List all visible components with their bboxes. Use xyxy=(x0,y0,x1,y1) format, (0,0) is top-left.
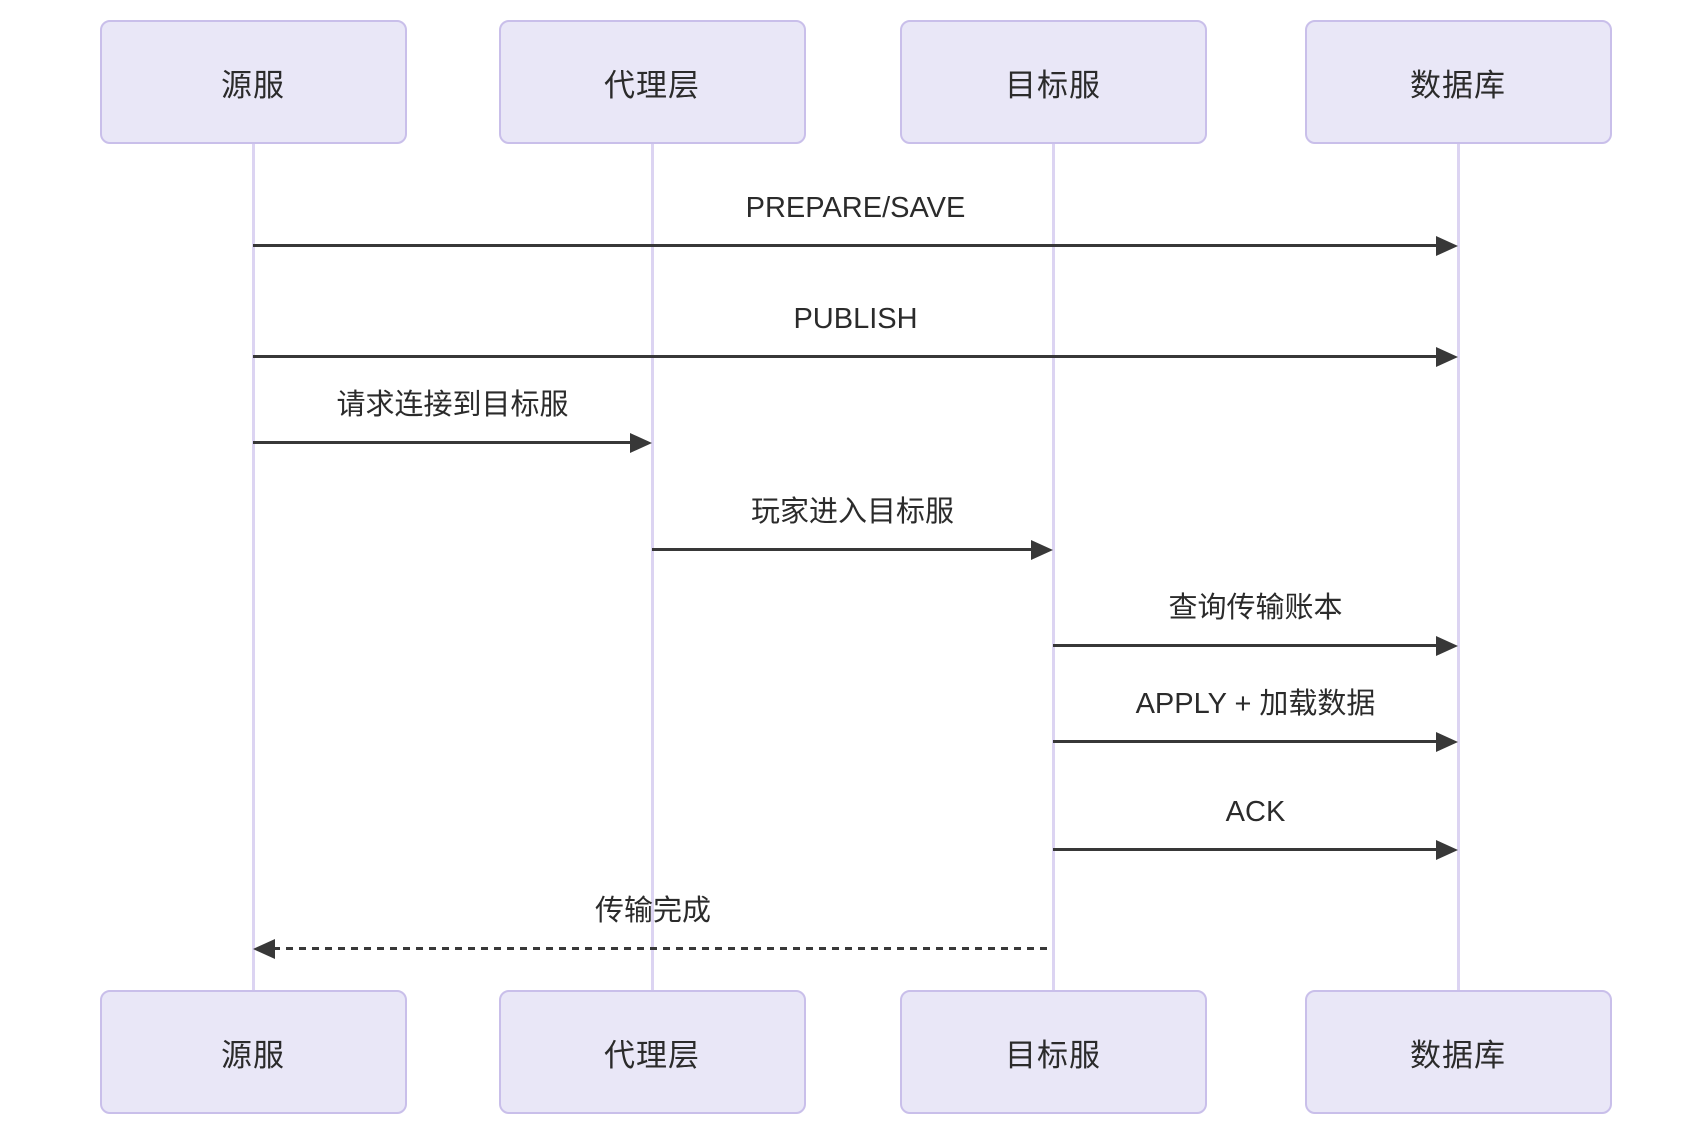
actor-label: 目标服 xyxy=(1005,67,1101,103)
message-label-6: APPLY + 加载数据 xyxy=(1135,688,1376,720)
actor-bottom-source-server: 源服 xyxy=(99,990,407,1114)
message-line xyxy=(1053,740,1438,743)
arrowhead-right-icon xyxy=(1031,540,1053,560)
arrowhead-right-icon xyxy=(1436,636,1458,656)
arrowhead-right-icon xyxy=(1436,347,1458,367)
actor-label: 源服 xyxy=(221,67,285,103)
message-label-3: 请求连接到目标服 xyxy=(336,389,569,421)
message-label-2: PUBLISH xyxy=(793,303,918,335)
message-label-8: 传输完成 xyxy=(594,895,711,927)
arrowhead-left-icon xyxy=(253,939,275,959)
actor-bottom-proxy-layer: 代理层 xyxy=(498,990,806,1114)
lifeline-proxy-layer xyxy=(650,144,654,990)
actor-label: 代理层 xyxy=(604,67,700,103)
message-line xyxy=(652,548,1033,551)
actor-label: 目标服 xyxy=(1005,1037,1101,1073)
message-line xyxy=(1053,644,1438,647)
message-line xyxy=(273,947,1053,950)
message-label-7: ACK xyxy=(1225,796,1286,828)
message-line xyxy=(253,355,1438,358)
lifeline-source-server xyxy=(251,144,255,990)
actor-label: 数据库 xyxy=(1410,1037,1506,1073)
actor-label: 代理层 xyxy=(604,1037,700,1073)
arrowhead-right-icon xyxy=(1436,732,1458,752)
message-label-5: 查询传输账本 xyxy=(1168,592,1343,624)
actor-bottom-target-server: 目标服 xyxy=(899,990,1207,1114)
message-line xyxy=(253,441,632,444)
actor-bottom-database: 数据库 xyxy=(1304,990,1612,1114)
actor-label: 源服 xyxy=(221,1037,285,1073)
actor-top-database: 数据库 xyxy=(1304,20,1612,144)
arrowhead-right-icon xyxy=(630,433,652,453)
message-label-4: 玩家进入目标服 xyxy=(750,496,954,528)
arrowhead-right-icon xyxy=(1436,840,1458,860)
lifeline-target-server xyxy=(1051,144,1055,990)
actor-top-source-server: 源服 xyxy=(99,20,407,144)
message-line xyxy=(253,244,1438,247)
message-label-1: PREPARE/SAVE xyxy=(745,192,966,224)
actor-top-target-server: 目标服 xyxy=(899,20,1207,144)
actor-label: 数据库 xyxy=(1410,67,1506,103)
actor-top-proxy-layer: 代理层 xyxy=(498,20,806,144)
message-line xyxy=(1053,848,1438,851)
lifeline-database xyxy=(1456,144,1460,990)
arrowhead-right-icon xyxy=(1436,236,1458,256)
